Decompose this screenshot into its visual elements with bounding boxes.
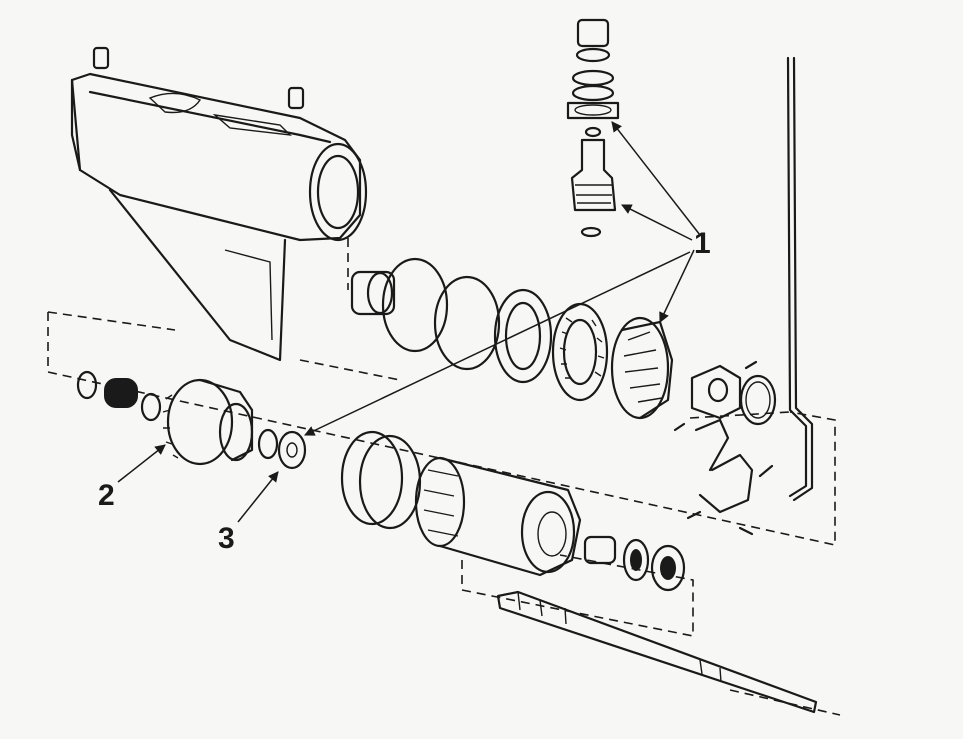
clutch-and-shift-parts xyxy=(673,360,777,536)
thrust-washer xyxy=(277,430,307,470)
gear-housing xyxy=(70,46,368,362)
callout-2-label: 2 xyxy=(98,479,115,512)
callout-3-label: 3 xyxy=(218,522,235,555)
pinion-gear-stack xyxy=(566,18,620,238)
small-washer xyxy=(257,428,279,460)
dashed-shaft-boundary xyxy=(461,554,694,637)
propeller-shaft xyxy=(496,590,818,714)
shaft-axis-line xyxy=(729,689,841,716)
callout-2-leader xyxy=(117,444,166,483)
o-rings xyxy=(340,430,422,530)
callout-1-label: 1 xyxy=(694,227,711,260)
shift-rod xyxy=(786,56,814,502)
carrier-bearings xyxy=(583,535,686,592)
forward-bevel-gear xyxy=(610,316,674,420)
callout-1-leaders xyxy=(304,121,701,436)
bearing-carrier xyxy=(414,456,582,577)
callout-3-leader xyxy=(237,471,279,523)
bearing-and-shims xyxy=(350,257,609,402)
reverse-gear xyxy=(76,370,254,466)
